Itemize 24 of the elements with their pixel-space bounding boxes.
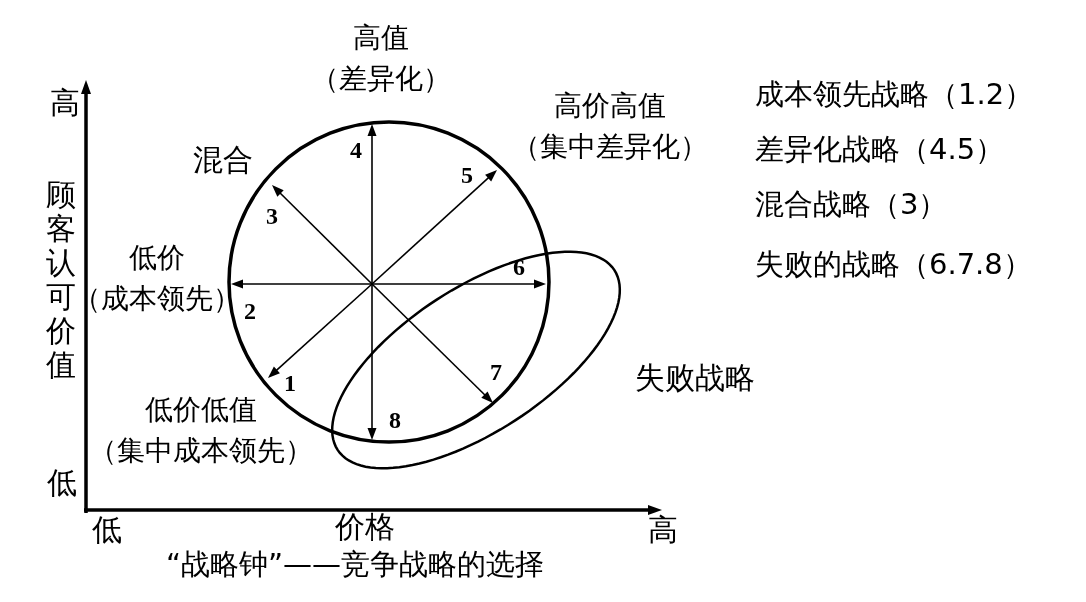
callout-number: 7 (490, 360, 502, 384)
axis-tick-label: 低 (47, 466, 77, 501)
axis-tick-label: 高 (50, 86, 80, 121)
caption: “战略钟”——竞争战略的选择 (165, 548, 545, 582)
callout-number: 4 (350, 138, 362, 162)
callout-number: 8 (389, 408, 401, 432)
callout-number: 2 (244, 299, 256, 323)
axis-title: 顾客认可价值 (46, 178, 76, 382)
strategy-label: 混合 (193, 143, 253, 178)
axis-tick-label: 低 (92, 513, 122, 548)
strategy-label: 高价高值（集中差异化） (512, 88, 708, 165)
axis-title: 价格 (335, 510, 395, 545)
region-label: 失败战略 (635, 361, 755, 396)
strategy-list-item: 成本领先战略（1.2） (755, 78, 1034, 112)
callout-number: 6 (513, 255, 525, 279)
callout-number: 1 (284, 371, 296, 395)
strategy-label: 低价低值（集中成本领先） (89, 392, 313, 469)
callout-number: 5 (461, 163, 473, 187)
strategy-label: 高值（差异化） (311, 20, 451, 97)
strategy-list-item: 失败的战略（6.7.8） (755, 248, 1032, 282)
callout-number: 3 (266, 204, 278, 228)
strategy-list-item: 混合战略（3） (755, 188, 948, 222)
strategy-list-item: 差异化战略（4.5） (755, 133, 1005, 167)
axis-tick-label: 高 (648, 513, 678, 548)
